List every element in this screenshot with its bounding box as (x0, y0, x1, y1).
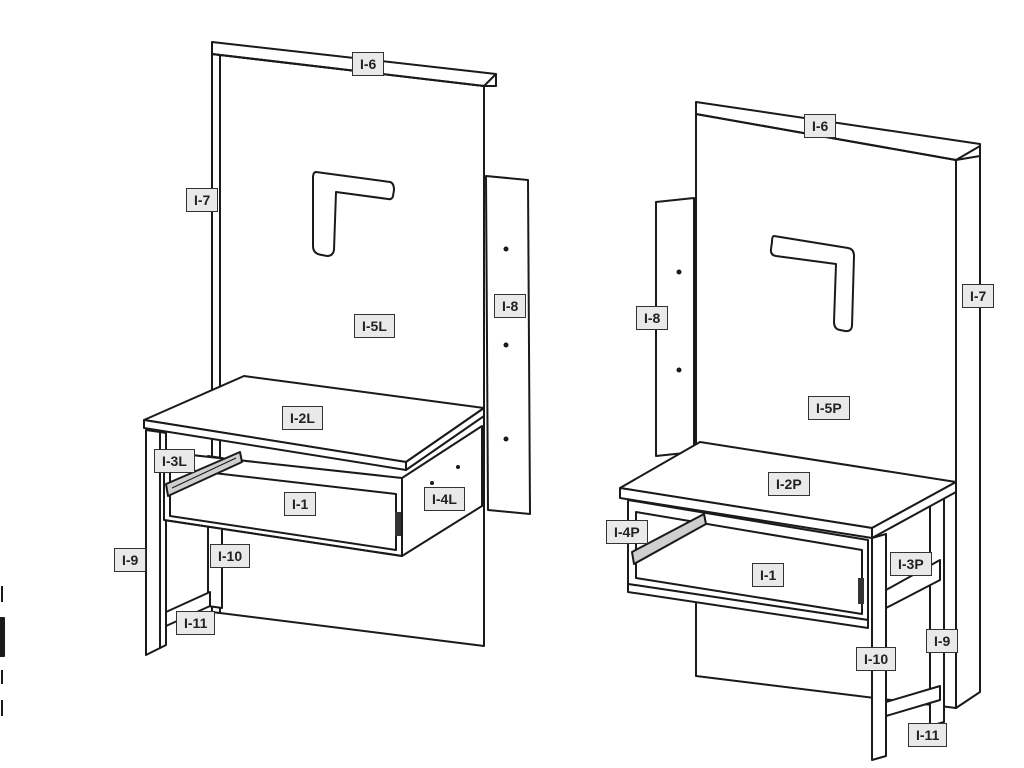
right-foot-rail (885, 685, 941, 717)
label-left-i1: I-1 (284, 492, 317, 516)
label-left-i4l: I-4L (424, 487, 465, 511)
right-edge-strip (955, 145, 981, 709)
label-left-i3l: I-3L (154, 449, 195, 473)
label-left-i11: I-11 (176, 611, 216, 635)
right-assembly (619, 101, 981, 761)
label-right-i4p: I-4P (606, 520, 648, 544)
left-back-panel (211, 53, 485, 647)
label-left-i9: I-9 (114, 548, 147, 572)
label-right-i9: I-9 (926, 629, 959, 653)
label-right-i7: I-7 (962, 284, 995, 308)
label-right-i11: I-11 (908, 723, 948, 747)
right-handle-slot (769, 235, 855, 333)
label-right-i10: I-10 (856, 647, 897, 671)
left-assembly (143, 41, 531, 656)
margin-marks (0, 586, 5, 716)
label-right-i6: I-6 (804, 114, 837, 138)
label-right-i5p: I-5P (808, 396, 850, 420)
label-left-i6: I-6 (352, 52, 385, 76)
right-drawer-runner (631, 513, 707, 565)
label-left-i2l: I-2L (282, 406, 323, 430)
label-left-i10: I-10 (210, 544, 251, 568)
left-handle-slot (312, 171, 395, 257)
label-right-i3p: I-3P (890, 552, 932, 576)
label-right-i2p: I-2P (768, 472, 810, 496)
label-left-i7: I-7 (186, 188, 219, 212)
label-left-i5l: I-5L (354, 314, 395, 338)
right-top-cap (695, 101, 981, 161)
label-right-i1: I-1 (752, 563, 785, 587)
label-left-i8: I-8 (494, 294, 527, 318)
label-right-i8: I-8 (636, 306, 669, 330)
left-drawer-runner (165, 451, 243, 497)
